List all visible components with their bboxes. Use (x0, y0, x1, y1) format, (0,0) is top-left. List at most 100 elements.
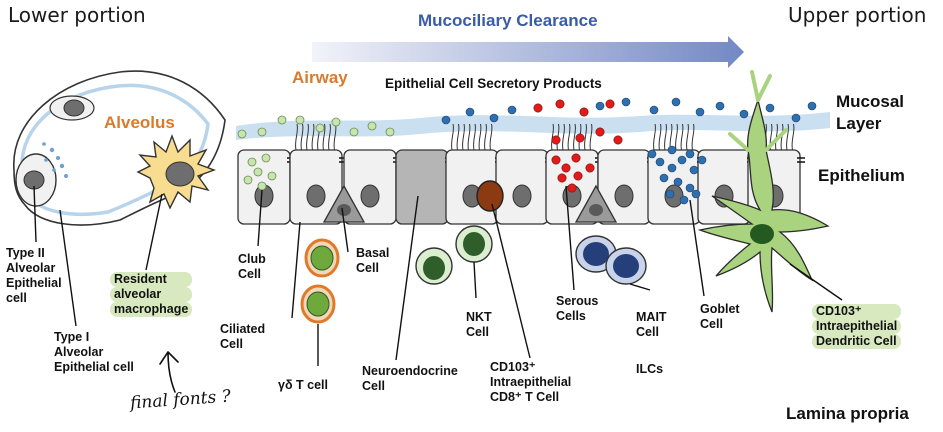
serous-granule (585, 163, 595, 173)
mucus-granule (649, 105, 659, 115)
serous-granule (551, 135, 561, 145)
mucosal-label-1: Mucosal (836, 92, 905, 111)
serous-granule (571, 153, 581, 163)
ilcs-label: ILCs (636, 362, 664, 376)
mucus-granule (621, 97, 631, 107)
serous-granule (561, 163, 571, 173)
mucus-granule (667, 163, 677, 173)
pointer-lines (33, 185, 843, 366)
mucus-granule (665, 189, 675, 199)
cilium (664, 123, 667, 151)
mucus-granule (679, 195, 689, 205)
cilium (658, 123, 662, 151)
cilium (675, 123, 678, 151)
club-granule (267, 171, 277, 181)
mucus-granule (595, 101, 605, 111)
cilium (473, 123, 476, 151)
alveolus-structure (13, 70, 226, 226)
gd-t-cell-1 (304, 238, 340, 278)
epithelial-cells (237, 149, 805, 225)
cilium (328, 123, 331, 151)
lower-portion-label: Lower portion (8, 3, 146, 27)
mucus-granule (507, 105, 517, 115)
upper-portion-label: Upper portion (788, 3, 927, 27)
serous-granule (555, 99, 565, 109)
mucus-layer (236, 112, 830, 140)
mait-cell-2 (605, 247, 647, 285)
mucus-granule (465, 107, 475, 117)
alveolus-label: Alveolus (104, 113, 175, 132)
cilium (653, 123, 656, 151)
mucociliary-arrow (312, 36, 744, 68)
mucociliary-clearance-title: Mucociliary Clearance (418, 11, 598, 30)
club-granule (331, 117, 341, 127)
mucus-granule (685, 149, 695, 159)
cilium (322, 123, 326, 151)
epithelium-label: Epithelium (818, 166, 905, 185)
cd103-cd8-t-cell (476, 180, 504, 212)
lamina-propria-label: Lamina propria (786, 404, 909, 423)
mucus-granule (765, 103, 775, 113)
cilium (562, 123, 565, 151)
cilium (478, 123, 482, 151)
cilium (775, 123, 778, 151)
club-granule (247, 157, 257, 167)
mucus-granule (807, 101, 817, 111)
cilium (589, 123, 593, 151)
mucus-granule (739, 109, 749, 119)
dendritic-cell (697, 70, 830, 313)
mucus-granule (695, 107, 705, 117)
mucus-granule (715, 101, 725, 111)
club-granule (237, 129, 247, 139)
mucus-granule (655, 157, 665, 167)
epithelial-cell (395, 149, 449, 225)
club-granule (277, 115, 287, 125)
club-granule (385, 127, 395, 137)
mucosal-label-2: Layer (836, 114, 882, 133)
serous-granule (613, 135, 623, 145)
serous-granule (595, 127, 605, 137)
cilium (489, 123, 493, 151)
cilium (456, 123, 460, 151)
mucus-granule (671, 97, 681, 107)
mucus-granule (647, 149, 657, 159)
mucus-granule (691, 189, 701, 199)
club-granule (253, 167, 263, 177)
mucus-granule (791, 113, 801, 123)
nkt-cell-1 (415, 247, 453, 285)
club-granule (261, 153, 271, 163)
serous-granule (551, 155, 561, 165)
club-granule (349, 127, 359, 137)
mucus-granule (677, 155, 687, 165)
cell-nucleus (360, 184, 380, 208)
basal-nucleus (589, 204, 603, 216)
mucus-granule (673, 177, 683, 187)
cilium (584, 123, 587, 151)
mucus-granule (685, 183, 695, 193)
annotation-arrow (159, 351, 179, 393)
cell-nucleus (512, 184, 532, 208)
mucus-granule (489, 113, 499, 123)
secretory-products-label: Epithelial Cell Secretory Products (385, 76, 602, 91)
mucus-granule (667, 145, 677, 155)
nkt-cell-2 (455, 225, 493, 263)
cilium (680, 123, 684, 151)
cell-nucleus (614, 184, 634, 208)
cilium (691, 123, 695, 151)
cilium (306, 123, 309, 151)
serous-granule (567, 183, 577, 193)
serous-granule (533, 103, 543, 113)
cilium (484, 123, 487, 151)
gd-t-cell-label: γδ T cell (278, 378, 328, 392)
